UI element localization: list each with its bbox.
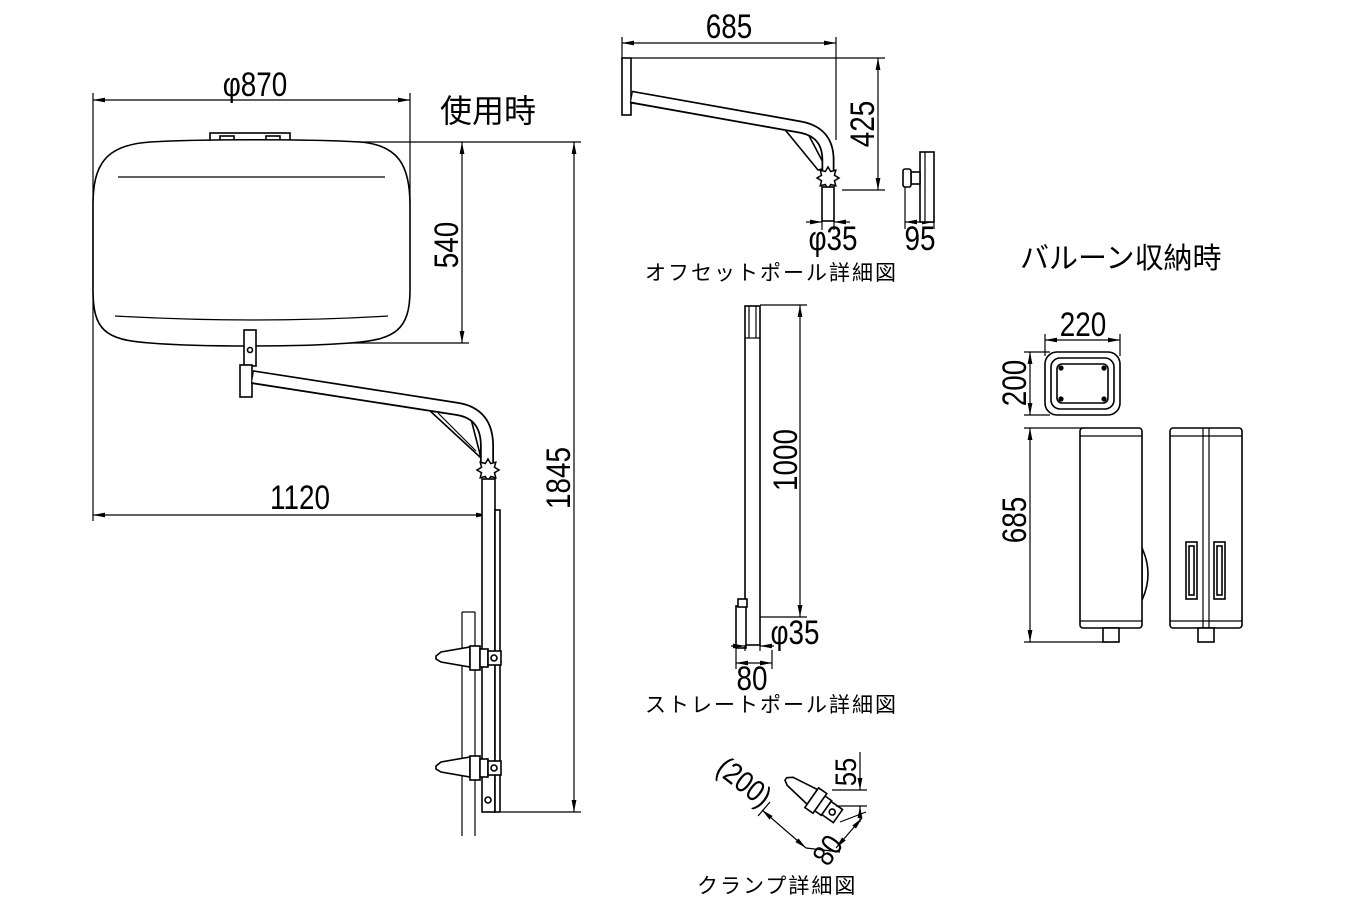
dim-label-depth: 200 <box>995 360 1033 407</box>
dim-label-balloon-height: 540 <box>427 222 465 269</box>
straight-pole-bracket <box>735 605 747 649</box>
front-view-window-right-inner <box>1216 545 1223 596</box>
clamp-upper <box>435 645 502 671</box>
storage-dimension-lines <box>1024 334 1121 643</box>
clamp-jaw <box>469 645 481 671</box>
dim-label-height: 425 <box>843 101 881 148</box>
dim-label-width: 685 <box>706 7 753 45</box>
dimension-line-width <box>835 817 863 849</box>
arm-bracket-plate <box>239 364 253 398</box>
offset-pole-dimension-lines <box>621 37 935 230</box>
clamp-bolt <box>490 654 498 662</box>
clamp-bolt-block <box>479 758 489 778</box>
clamp-bolt-block <box>479 648 489 668</box>
extension-line-width-b <box>805 847 841 853</box>
dim-label-depth: 95 <box>904 219 935 257</box>
offset-pole-plate <box>621 57 632 116</box>
balloon-stem-pin <box>246 346 254 354</box>
top-view-outer <box>1044 351 1121 416</box>
side-view-bolt <box>910 171 921 185</box>
offset-pole-knob-icon <box>816 166 840 190</box>
top-view-screw <box>1101 365 1107 371</box>
storage-side-view <box>1079 427 1149 643</box>
balloon-body <box>92 138 411 347</box>
dim-label-bracket: 80 <box>736 659 767 697</box>
clamp-jaw <box>469 755 481 781</box>
dim-label-length: 1000 <box>766 429 804 491</box>
side-view-knob <box>902 168 912 188</box>
extension-line-length-start <box>757 801 771 817</box>
top-view-screw <box>1058 365 1064 371</box>
dim-label-height: 55 <box>829 758 862 786</box>
side-view-body <box>1079 427 1143 629</box>
arm-knob-icon <box>476 458 500 482</box>
side-view-plate <box>919 151 935 223</box>
balloon <box>92 132 411 347</box>
clamp-caption: クランプ詳細図 <box>697 874 857 898</box>
front-view-body <box>1169 427 1243 629</box>
clamp-bracket <box>487 760 502 776</box>
straight-pole-body <box>735 305 761 649</box>
offset-pole-tube-fill <box>631 92 833 170</box>
front-view-window-right <box>1213 541 1226 600</box>
offset-pole-stub <box>821 186 835 222</box>
storage-top-view <box>1044 351 1121 416</box>
straight-pole-detail: 1000 φ35 80 ストレートポール詳細図 <box>645 304 898 717</box>
storage-front-view <box>1169 427 1243 643</box>
use-view: 使用時 φ870 540 1845 1120 <box>92 65 581 836</box>
straight-pole-caption: ストレートポール詳細図 <box>645 693 898 717</box>
side-view-stem <box>1102 627 1120 643</box>
offset-pole-side-view <box>902 151 935 223</box>
dim-label-reach: 1120 <box>270 478 330 516</box>
storage-view-title: バルーン収納時 <box>1020 241 1222 275</box>
balloon-seam-bottom <box>114 315 389 321</box>
arm-brace-inner <box>437 412 477 452</box>
top-view-lid <box>1056 363 1109 404</box>
clamp-bolt <box>490 764 498 772</box>
dim-label-height: 685 <box>995 497 1033 544</box>
top-view-screw <box>1058 396 1064 402</box>
dimension-line-length <box>761 809 807 849</box>
clamp-lower <box>435 755 502 781</box>
dim-label-diameter: φ35 <box>770 613 819 651</box>
arm-tube-fill <box>252 371 493 462</box>
front-view-window-left-inner <box>1188 545 1195 596</box>
top-view-screw <box>1101 396 1107 402</box>
front-view-window-left <box>1185 541 1198 600</box>
clamp-bracket <box>487 650 502 666</box>
straight-pole-tube <box>744 305 761 646</box>
dim-label-total-height: 1845 <box>539 447 577 509</box>
dim-label-diameter: φ35 <box>808 219 857 257</box>
dim-label-diameter: φ870 <box>223 65 288 103</box>
straight-pole-dimension-lines <box>731 304 807 669</box>
dim-label-width: 220 <box>1060 305 1107 343</box>
offset-arm <box>250 370 500 482</box>
offset-pole-detail: 685 425 φ35 95 オフセットポール詳細図 <box>621 7 936 285</box>
offset-pole-caption: オフセットポール詳細図 <box>645 261 898 285</box>
straight-pole-bracket-bolt <box>737 598 748 608</box>
use-view-title: 使用時 <box>440 92 536 130</box>
storage-view: バルーン収納時 <box>995 241 1243 643</box>
top-view-rim <box>1050 357 1115 410</box>
front-view-stem <box>1197 627 1215 643</box>
clamp-detail-dimension-lines <box>757 752 867 853</box>
mounting-pole-hole <box>484 796 492 804</box>
clamp-detail-bolt <box>828 808 837 816</box>
